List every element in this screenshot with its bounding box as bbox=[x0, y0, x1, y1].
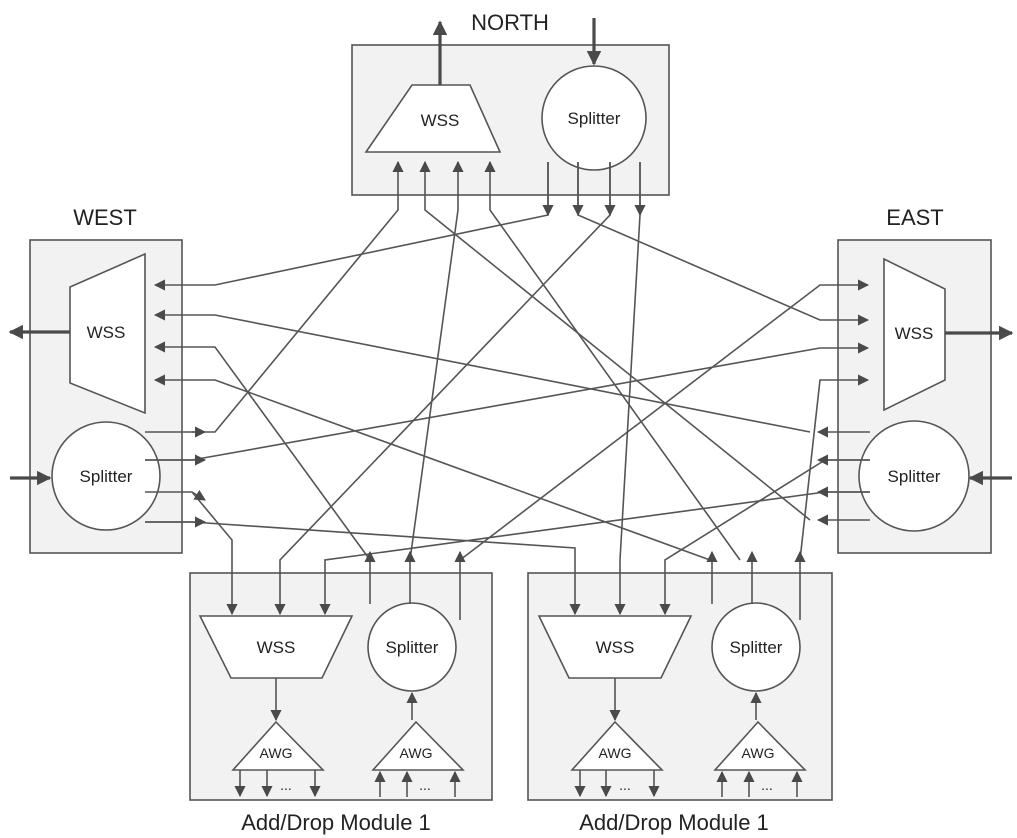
west-splitter-label: Splitter bbox=[80, 467, 133, 486]
fiber-east-splitter-to-north-wss bbox=[419, 160, 811, 521]
west-splitter bbox=[51, 421, 161, 531]
north-wss bbox=[364, 84, 502, 153]
west-wss-label: WSS bbox=[87, 323, 126, 342]
fiber-module-right-splitter-to-west-wss bbox=[153, 374, 711, 561]
north-splitter bbox=[541, 65, 647, 171]
fiber-module-left-splitter-to-west-wss bbox=[153, 341, 371, 561]
module-left-awg-add-ellipsis: ... bbox=[419, 777, 431, 793]
north-direction-label: NORTH bbox=[471, 10, 549, 35]
east-direction-label: EAST bbox=[886, 205, 943, 230]
north-splitter-label: Splitter bbox=[568, 109, 621, 128]
module-left-label: Add/Drop Module 1 bbox=[241, 810, 431, 835]
fiber-east-splitter-to-west-wss bbox=[153, 309, 811, 433]
west-node: WEST WSS Splitter bbox=[8, 205, 183, 554]
module-right-wss bbox=[537, 615, 693, 679]
east-node: EAST WSS Splitter bbox=[837, 205, 1014, 554]
module-left-wss-label: WSS bbox=[257, 638, 296, 657]
add-drop-module-left: Add/Drop Module 1 WSS Splitter AWG ... A… bbox=[189, 572, 493, 835]
module-left-awg-drop-label: AWG bbox=[260, 745, 293, 761]
west-wss bbox=[69, 252, 146, 415]
module-right-label: Add/Drop Module 1 bbox=[579, 810, 769, 835]
fiber-west-splitter-to-north-wss bbox=[192, 160, 404, 433]
fiber-module-right-splitter-to-east-wss bbox=[799, 374, 870, 561]
fiber-stub-west-in-3 bbox=[191, 489, 206, 501]
module-right-awg-drop bbox=[570, 720, 664, 771]
module-left-awg-drop-ellipsis: ... bbox=[280, 777, 292, 793]
module-right-awg-add-label: AWG bbox=[742, 745, 775, 761]
north-wss-label: WSS bbox=[421, 111, 460, 130]
interconnect-fibers bbox=[145, 160, 870, 620]
module-right-awg-drop-label: AWG bbox=[599, 745, 632, 761]
fiber-west-splitter-to-east-wss bbox=[145, 342, 870, 461]
module-right-wss-label: WSS bbox=[596, 638, 635, 657]
module-left-splitter bbox=[367, 602, 457, 692]
module-left-splitter-label: Splitter bbox=[386, 638, 439, 657]
fiber-module-left-splitter-to-north-wss bbox=[409, 160, 464, 561]
module-right-splitter-label: Splitter bbox=[730, 638, 783, 657]
east-wss bbox=[883, 257, 946, 412]
north-node: NORTH WSS Splitter bbox=[351, 10, 670, 196]
fiber-module-right-splitter-to-north-wss bbox=[484, 160, 741, 561]
add-drop-module-right: Add/Drop Module 1 WSS Splitter AWG ... A… bbox=[527, 572, 833, 835]
east-splitter-label: Splitter bbox=[888, 467, 941, 486]
module-left-awg-add bbox=[371, 720, 465, 771]
fiber-module-left-splitter-to-east-wss bbox=[459, 279, 870, 561]
module-right-awg-drop-ellipsis: ... bbox=[619, 777, 631, 793]
module-left-wss bbox=[198, 615, 354, 679]
east-wss-label: WSS bbox=[895, 324, 934, 343]
west-direction-label: WEST bbox=[73, 205, 137, 230]
module-right-splitter bbox=[711, 602, 801, 692]
module-left-awg-drop bbox=[231, 720, 325, 771]
module-left-awg-add-label: AWG bbox=[400, 745, 433, 761]
fiber-north-splitter-to-module-left bbox=[274, 162, 611, 616]
fiber-north-splitter-to-module-right bbox=[614, 162, 641, 616]
fiber-west-splitter-to-module-left bbox=[145, 491, 238, 616]
module-right-awg-add-ellipsis: ... bbox=[761, 777, 773, 793]
module-right-awg-add bbox=[713, 720, 807, 771]
